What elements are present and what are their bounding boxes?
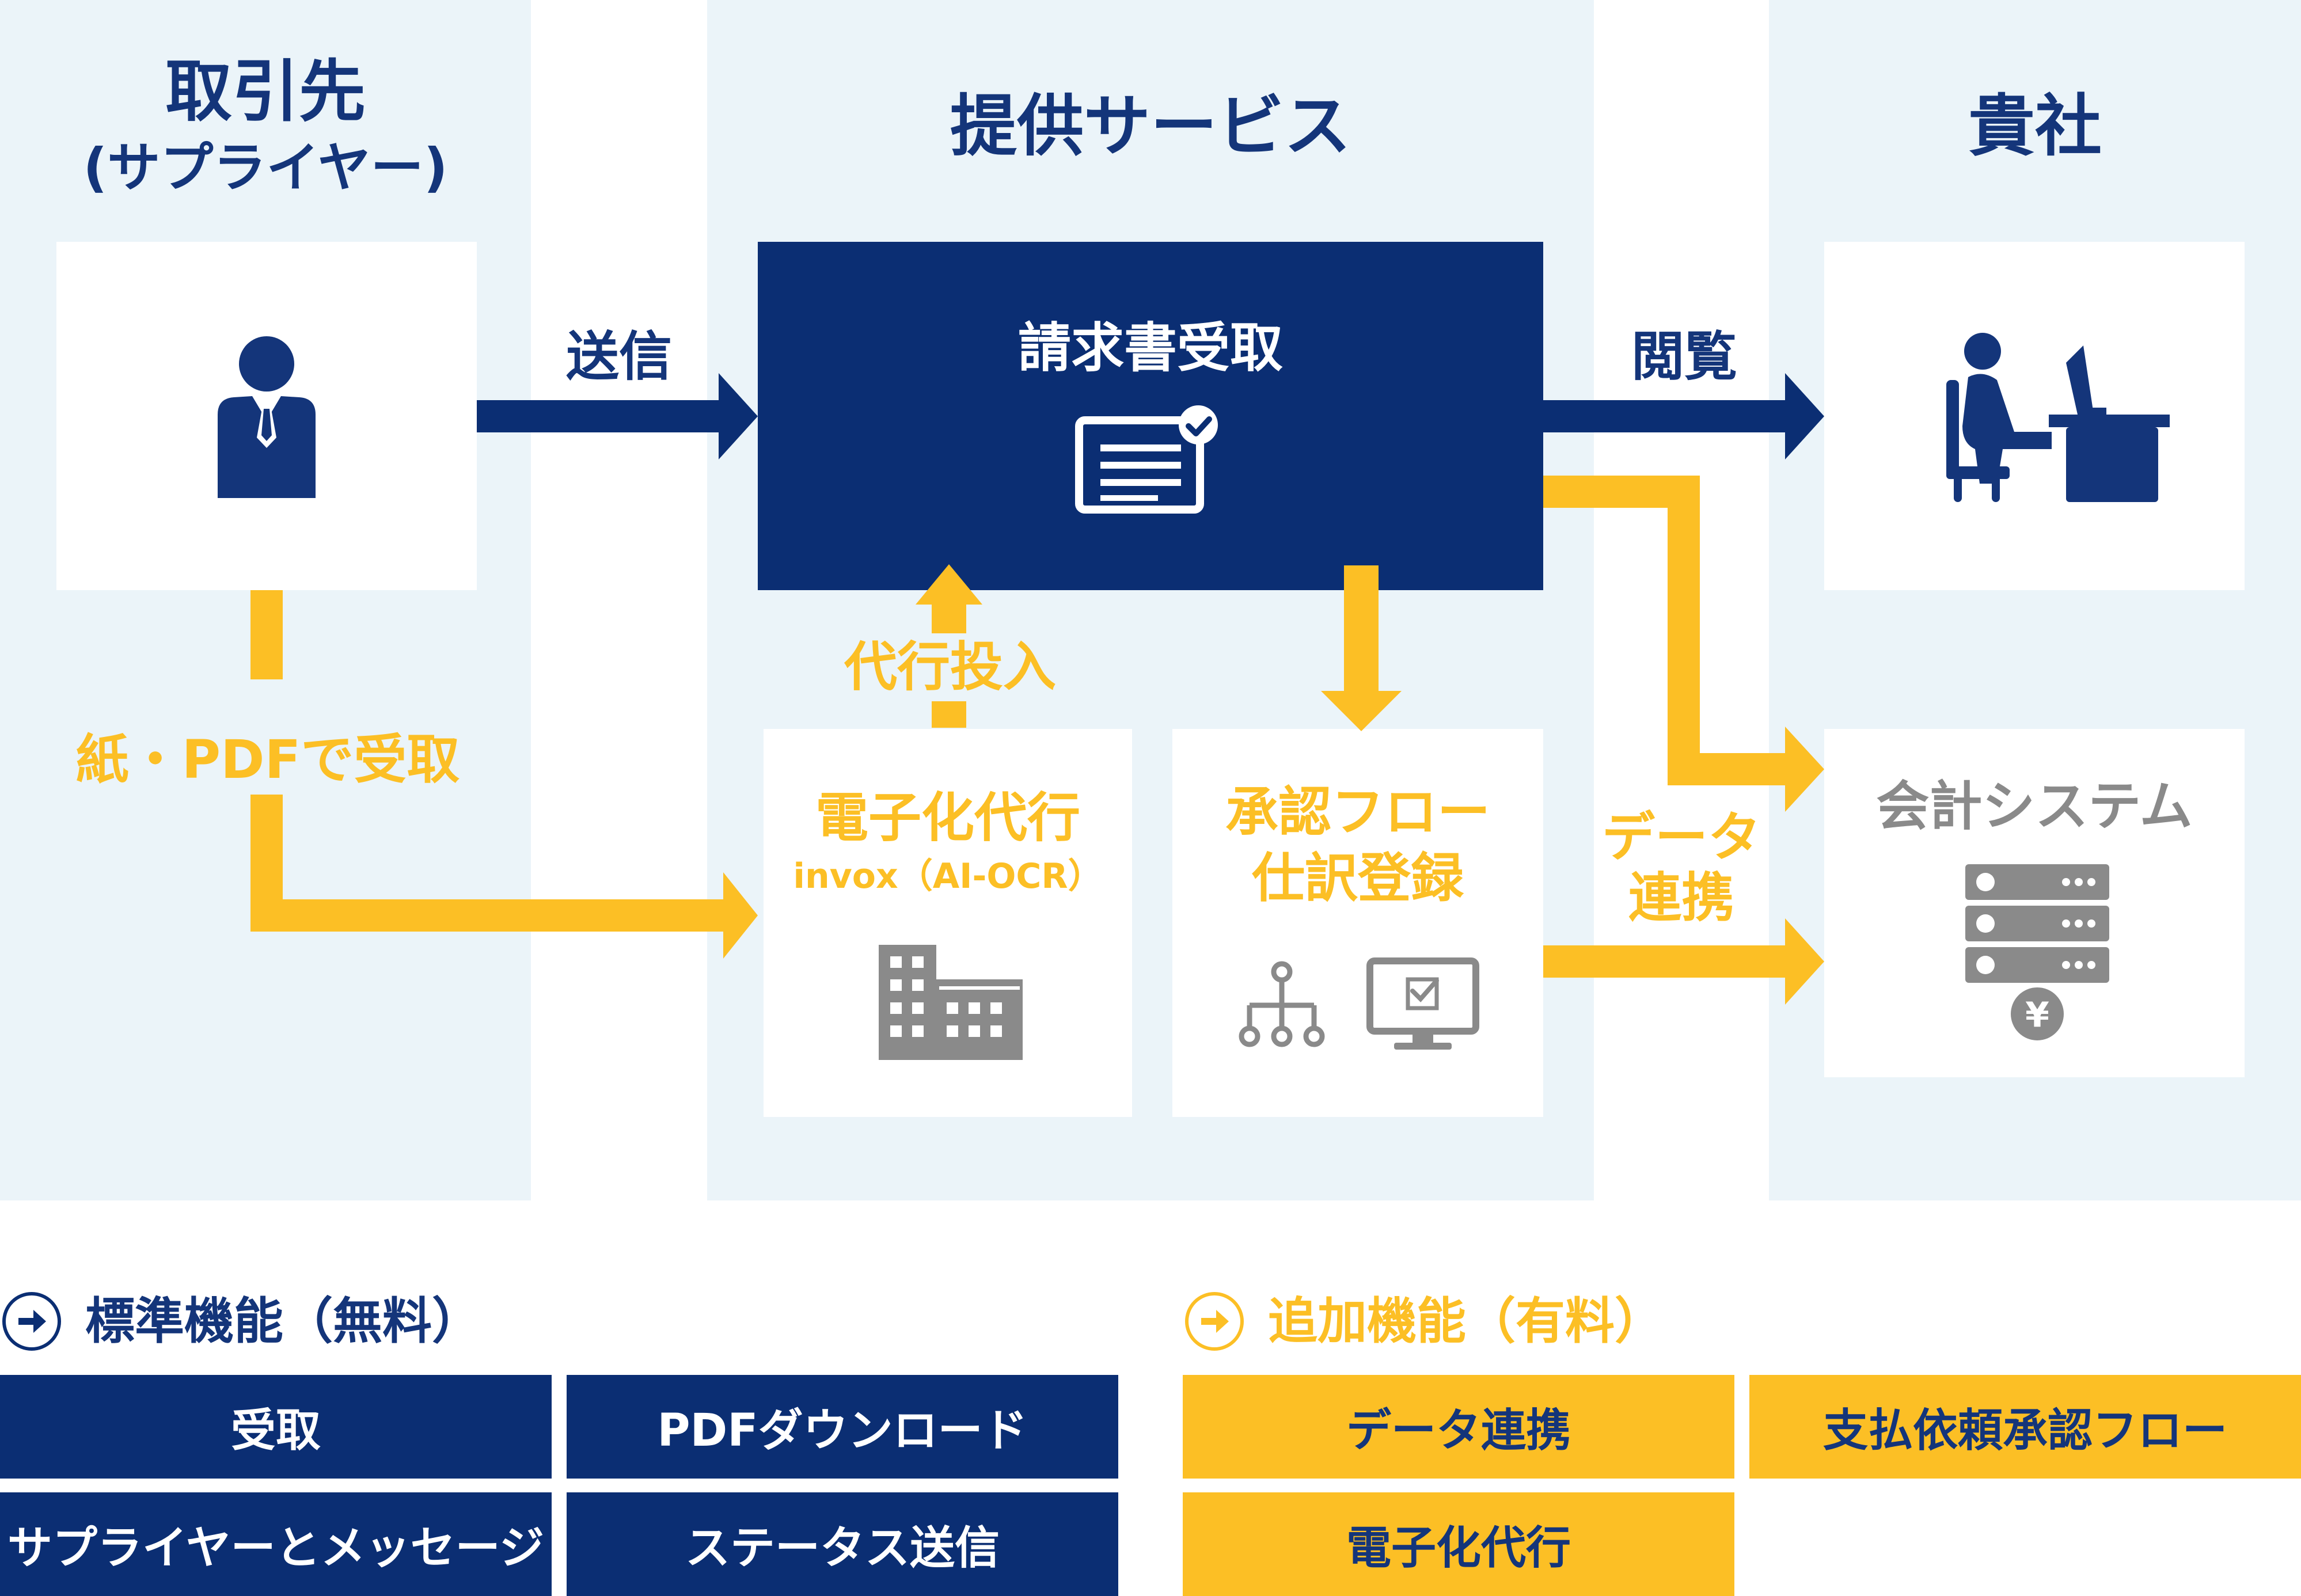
legend-standard-title: 標準機能（無料） xyxy=(85,1293,481,1350)
approval-label-line1: 承認フロー xyxy=(1225,781,1490,843)
supplier-subtitle: (サプライヤー) xyxy=(83,137,448,199)
invoice-check-icon xyxy=(1075,405,1218,514)
server-yen-icon: ¥ xyxy=(1965,864,2109,1045)
view-arrow xyxy=(1543,373,1824,459)
legend-standard-item-supplier-message: サプライヤーとメッセージ xyxy=(0,1492,552,1596)
flow-arrows xyxy=(250,373,1824,1005)
legend-standard-item-receive: 受取 xyxy=(0,1375,552,1479)
digitize-box: 電子化代行 invox（AI-OCR） xyxy=(764,729,1132,1117)
data-link-bottom-arrow xyxy=(1543,918,1824,1005)
approval-down-arrow xyxy=(1321,565,1402,731)
legend-paid-header: 追加機能（有料） xyxy=(1183,1290,1759,1353)
send-arrow xyxy=(477,373,758,459)
service-title: 提供サービス xyxy=(950,88,1351,165)
send-label: 送信 xyxy=(565,326,672,387)
data-link-top-arrow xyxy=(1543,476,1824,812)
invoice-receive-label: 請求書受取 xyxy=(1017,317,1283,379)
legend-standard-item-status-send: ステータス送信 xyxy=(567,1492,1118,1596)
accounting-box: 会計システム ¥ xyxy=(1824,729,2245,1077)
company-title: 貴社 xyxy=(1968,88,2102,165)
proxy-input-arrow xyxy=(916,564,982,728)
supplier-title: 取引先 xyxy=(165,53,366,131)
legend-paid-title: 追加機能（有料） xyxy=(1268,1293,1664,1350)
arrow-circle-icon xyxy=(1185,1292,1244,1351)
legend-paid-item-data-link: データ連携 xyxy=(1183,1375,1734,1479)
data-link-label-line1: データ xyxy=(1601,807,1761,868)
svg-text:¥: ¥ xyxy=(2025,995,2049,1035)
monitor-check-icon xyxy=(1366,957,1479,1050)
businessman-icon xyxy=(218,336,316,498)
approval-label-line2: 仕訳登録 xyxy=(1251,848,1464,909)
proxy-input-label: 代行投入 xyxy=(844,636,1056,698)
digitize-sublabel: invox（AI-OCR） xyxy=(793,856,1103,896)
company-box xyxy=(1824,242,2245,590)
arrow-circle-icon xyxy=(2,1292,61,1351)
legend-standard-item-pdf-download: PDFダウンロード xyxy=(567,1375,1118,1479)
legend-standard-header: 標準機能（無料） xyxy=(0,1290,553,1353)
paper-pdf-arrow xyxy=(250,590,758,959)
view-label: 閲覧 xyxy=(1631,326,1737,387)
data-link-label-line2: 連携 xyxy=(1628,867,1734,929)
invoice-receive-box: 請求書受取 xyxy=(758,242,1543,590)
approval-box: 承認フロー 仕訳登録 xyxy=(1172,729,1543,1117)
legend-paid-item-payment-approval: 支払依頼承認フロー xyxy=(1749,1375,2301,1479)
paper-pdf-label: 紙・PDFで受取 xyxy=(75,729,460,791)
desk-worker-icon xyxy=(1946,333,2170,502)
supplier-header: 取引先 (サプライヤー) xyxy=(0,58,531,196)
supplier-box xyxy=(56,242,477,590)
legend-paid-item-digitize: 電子化代行 xyxy=(1183,1492,1734,1596)
accounting-label: 会計システム xyxy=(1876,776,2193,837)
hierarchy-icon xyxy=(1239,961,1325,1047)
digitize-label: 電子化代行 xyxy=(815,787,1080,849)
building-icon xyxy=(879,945,1023,1060)
